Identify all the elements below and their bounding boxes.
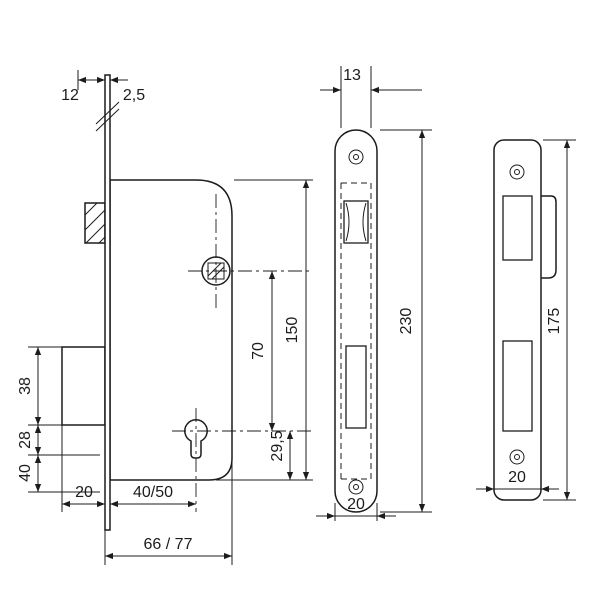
side-view-dimensions: 12 2,5 70 29,5 150 38 28 40 20 40/50 66 … (17, 70, 313, 565)
strike-screw-hole-bottom-center (514, 454, 520, 460)
faceplate-front-view (334, 129, 378, 513)
strike-latch-opening (502, 195, 533, 261)
screw-hole-top (348, 149, 364, 165)
dim-38-label: 38 (17, 377, 34, 395)
strike-lip (541, 195, 557, 279)
latch-bolt-front (345, 202, 350, 242)
dim-40-label: 40 (17, 464, 34, 482)
strike-screw-hole-bottom (509, 449, 525, 465)
dim-13-label: 13 (343, 67, 361, 84)
case-hidden-outline (340, 182, 372, 480)
faceplate-side (104, 74, 111, 531)
dim-backset-label: 40/50 (133, 484, 173, 501)
strike-deadbolt-opening (502, 340, 533, 432)
strike-plate (493, 139, 542, 501)
dim-20-strike-label: 20 (508, 469, 526, 486)
dim-throw-label: 20 (75, 484, 93, 501)
strike-screw-hole-top (509, 164, 525, 180)
screw-hole-top-center (353, 154, 359, 160)
latch-opening (343, 200, 369, 244)
dim-latch-projection-label: 12 (61, 87, 79, 104)
latch-hatch (84, 202, 106, 244)
dim-150-label: 150 (284, 317, 301, 344)
centerlines (172, 194, 313, 512)
latch-bolt (84, 202, 106, 244)
faceplate-dimensions: 13 230 20 (316, 66, 432, 521)
spindle-hatch (207, 262, 225, 280)
dim-230-label: 230 (398, 308, 415, 335)
deadbolt (61, 346, 106, 426)
screw-hole-bottom (348, 479, 364, 495)
faceplate-break-marks (95, 101, 120, 132)
dim-20-faceplate-label: 20 (347, 496, 365, 513)
strike-plate-view (493, 139, 557, 501)
dim-28-label: 28 (17, 431, 34, 449)
strike-screw-hole-top-center (514, 169, 520, 175)
lock-case (109, 179, 233, 481)
screw-hole-bottom-center (353, 484, 359, 490)
dim-175-label: 175 (546, 308, 563, 335)
dim-70-label: 70 (250, 342, 267, 360)
deadbolt-opening (345, 345, 367, 429)
dim-depth-label: 66 / 77 (144, 536, 193, 553)
side-view (61, 74, 313, 531)
dim-29-5-label: 29,5 (269, 430, 286, 461)
strike-dimensions: 175 20 (476, 139, 576, 501)
latch-bolt-front (362, 202, 367, 242)
dim-faceplate-thickness-label: 2,5 (123, 87, 145, 104)
